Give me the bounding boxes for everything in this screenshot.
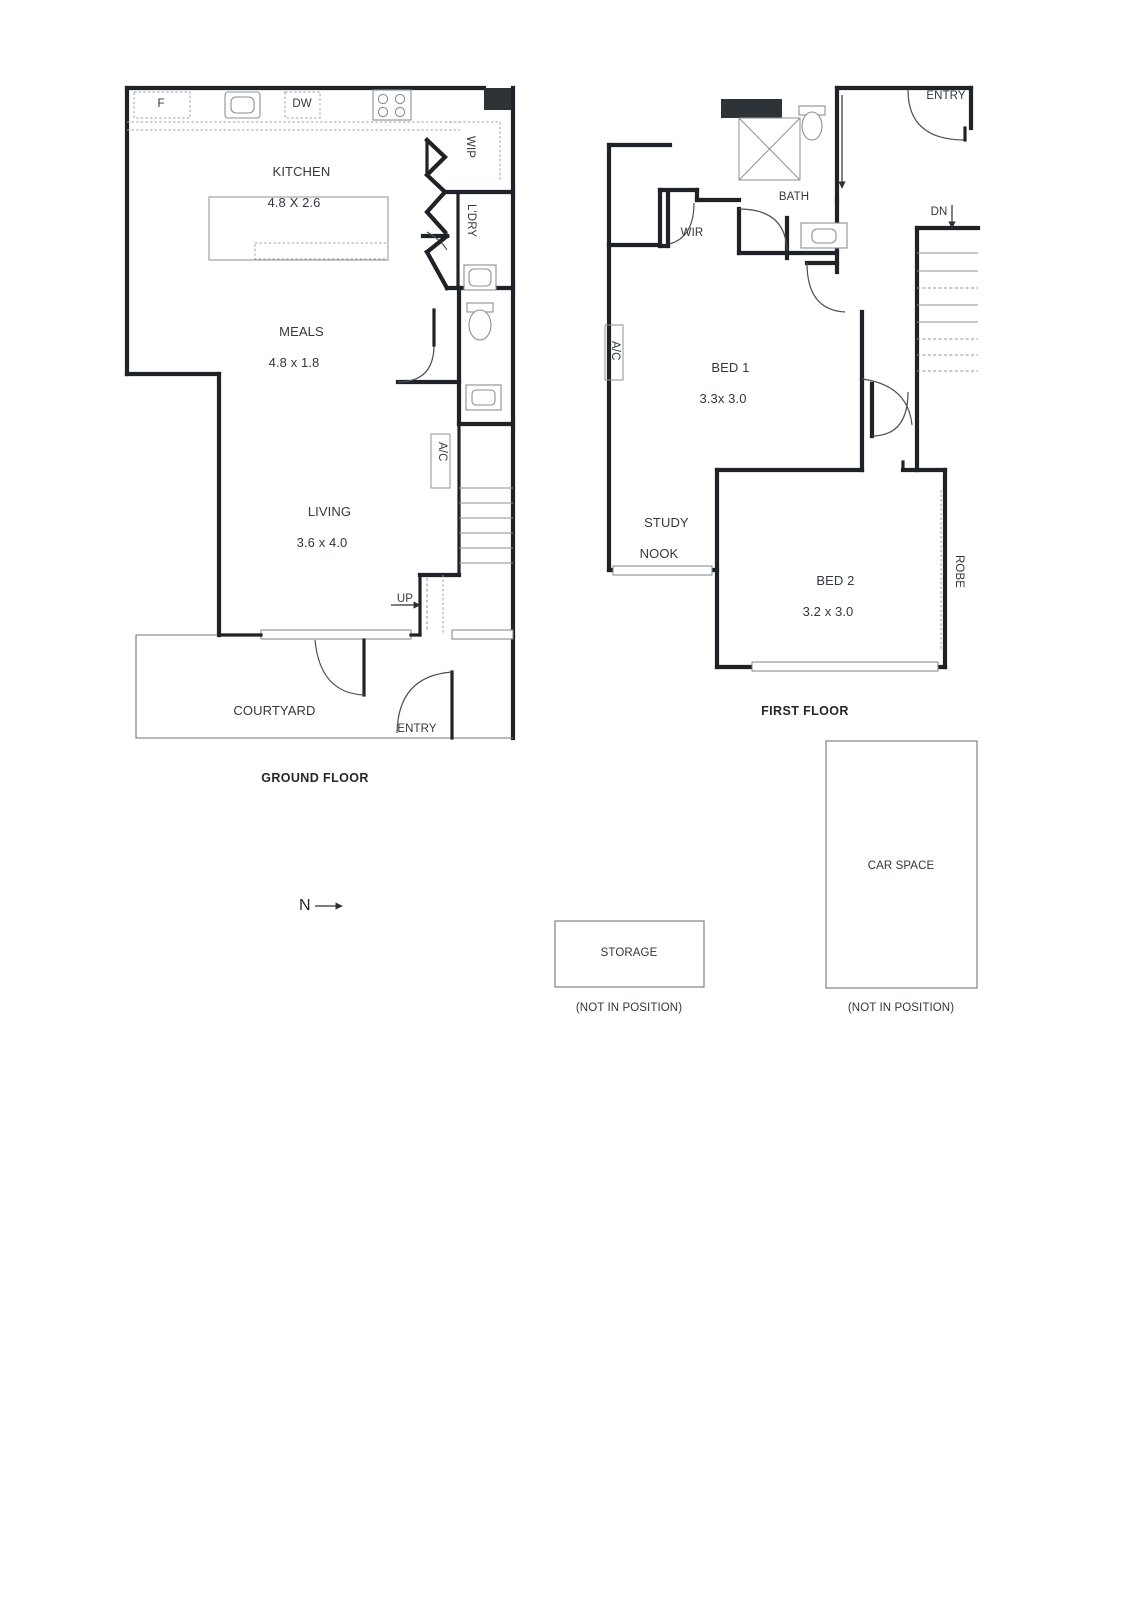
appliance-label-dishwasher: DW (292, 98, 312, 110)
label-ldry: L'DRY (464, 204, 477, 238)
label-robe: ROBE (952, 555, 965, 588)
wir (657, 187, 742, 249)
room-label-living: LIVING 3.6 x 4.0 (293, 489, 351, 581)
first-floor-bath (721, 89, 967, 382)
room-dimensions-living: 3.6 x 4.0 (296, 534, 348, 550)
room-name-study: STUDY (644, 515, 689, 531)
room-dimensions-bed2: 3.2 x 3.0 (802, 603, 854, 619)
room-name-kitchen: KITCHEN (272, 164, 331, 180)
robe (940, 468, 947, 669)
laundry-fixture (463, 264, 497, 291)
room-name-bed1: BED 1 (711, 360, 750, 376)
label-storage: STORAGE (600, 947, 658, 959)
ac-unit-ground (430, 433, 451, 489)
kitchen-counter (127, 89, 460, 131)
room-label-bed2: BED 2 3.2 x 3.0 (802, 558, 855, 650)
label-wip: WIP (463, 136, 476, 159)
ground-floor-outline (124, 85, 516, 741)
room-dimensions-kitchen: 4.8 X 2.6 (267, 194, 321, 210)
appliance-label-fridge: F (157, 98, 165, 110)
label-ac-ground: A/C (435, 442, 448, 462)
first-floor-glazing (612, 565, 939, 672)
living-glazing (217, 629, 514, 640)
room-label-meals: MEALS 4.8 x 1.8 (264, 309, 324, 401)
storage-box (554, 920, 705, 988)
powder-room (395, 285, 516, 427)
label-up-stairs: UP (396, 593, 414, 605)
room-name-nook: NOOK (639, 545, 679, 561)
ground-stairs (391, 422, 513, 637)
kitchen-island (208, 196, 389, 261)
label-bath: BATH (778, 191, 810, 203)
room-name-meals: MEALS (279, 324, 324, 340)
room-label-kitchen: KITCHEN 4.8 X 2.6 (258, 149, 331, 241)
ac-unit-first (604, 324, 624, 381)
first-floor-title: FIRST FLOOR (761, 704, 849, 718)
room-name-living: LIVING (307, 504, 352, 520)
first-stairs (861, 205, 978, 472)
note-car-space-not-in-position: (NOT IN POSITION) (847, 1002, 955, 1014)
room-dimensions-bed1: 3.3x 3.0 (699, 390, 747, 406)
label-entry-first: ENTRY (926, 90, 966, 102)
north-label: N (299, 897, 311, 914)
room-name-courtyard: COURTYARD (233, 703, 316, 719)
label-dn-stairs: DN (930, 206, 948, 218)
label-car-space: CAR SPACE (867, 860, 935, 872)
label-entry-ground: ENTRY (397, 723, 437, 735)
courtyard-doors (314, 638, 454, 740)
car-space-box (825, 740, 978, 989)
room-label-study-nook: STUDY NOOK (629, 500, 689, 592)
room-label-bed1: BED 1 3.3x 3.0 (697, 345, 750, 437)
bed2-door (869, 381, 909, 439)
room-dimensions-meals: 4.8 x 1.8 (268, 354, 320, 370)
room-label-courtyard: COURTYARD (219, 688, 316, 734)
room-name-bed2: BED 2 (816, 573, 855, 589)
ground-floor-title: GROUND FLOOR (261, 771, 369, 785)
label-ac-first: A/C (608, 341, 621, 361)
note-storage-not-in-position: (NOT IN POSITION) (575, 1002, 683, 1014)
label-wir: WIR (680, 227, 704, 239)
